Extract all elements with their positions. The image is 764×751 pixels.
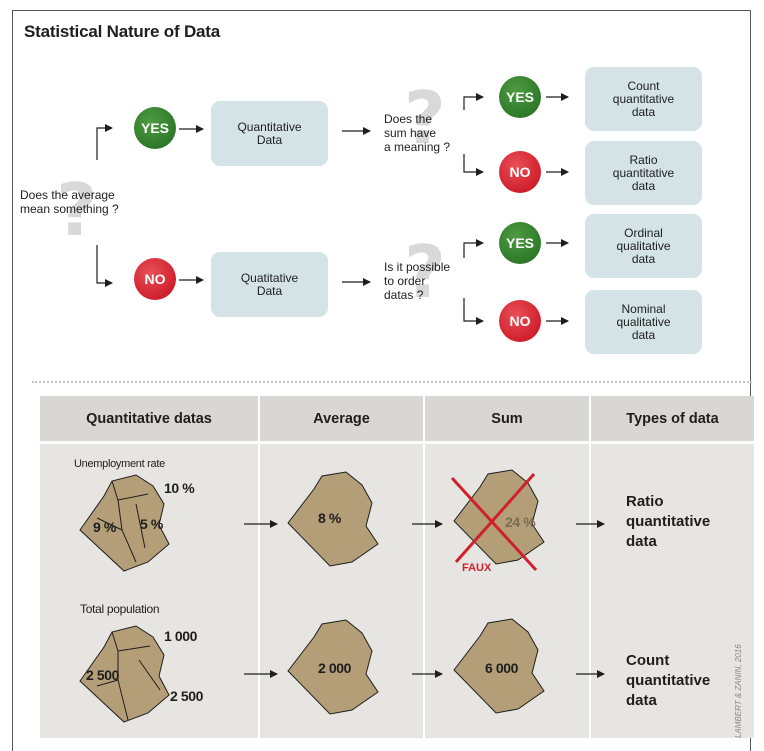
- region-map-unemployment: [79, 474, 170, 572]
- question-mark-decoration: ?: [404, 230, 446, 314]
- column-separator: [258, 396, 260, 738]
- row-label-unemployment: Unemployment rate: [74, 458, 165, 470]
- question-mark-decoration: ?: [56, 168, 98, 252]
- question-sum-line: a meaning ?: [384, 140, 451, 154]
- credit-text: LAMBERT & ZANIN, 2016: [734, 644, 743, 738]
- column-separator: [589, 396, 591, 738]
- box-line: quantitative: [612, 91, 675, 106]
- question-order-line: to order: [384, 274, 426, 288]
- region-value: 2 500: [86, 667, 120, 683]
- question-mark-decoration: ?: [404, 76, 446, 160]
- header-types-of-data: Types of data: [591, 396, 754, 442]
- box-line: Ordinal: [624, 225, 663, 240]
- sum-value-unemployment: 24 %: [505, 514, 536, 530]
- question-sum: Does the sum have a meaning ?: [384, 112, 450, 154]
- box-line: data: [631, 178, 656, 193]
- box-line: Count: [627, 78, 660, 93]
- sum-value-population: 6 000: [485, 660, 519, 676]
- type-line: data: [626, 533, 657, 550]
- average-map-unemployment: [287, 471, 379, 567]
- no-circle-order: NO: [499, 300, 541, 342]
- question-average-line: Does the average: [20, 188, 115, 202]
- box-line: data: [631, 104, 656, 119]
- yes-circle-sum: YES: [499, 76, 541, 118]
- section-divider: [32, 381, 752, 383]
- question-average: Does the average mean something ?: [20, 188, 119, 216]
- faux-label: FAUX: [462, 562, 492, 574]
- box-line: data: [631, 327, 656, 342]
- question-order: Is it possible to order datas ?: [384, 260, 450, 302]
- header-average: Average: [260, 396, 423, 442]
- region-value: 10 %: [164, 480, 195, 496]
- average-value-unemployment: 8 %: [318, 510, 341, 526]
- type-result-count: Count quantitative data: [626, 651, 710, 711]
- box-line: Quatitative: [240, 270, 299, 285]
- question-order-line: datas ?: [384, 288, 424, 302]
- box-line: qualitative: [616, 314, 671, 329]
- region-map-population: [79, 625, 170, 723]
- question-sum-line: sum have: [384, 126, 437, 140]
- question-order-line: Is it possible: [384, 260, 451, 274]
- region-value: 2 500: [170, 688, 204, 704]
- figure-frame: [12, 10, 751, 751]
- box-line: Ratio: [629, 152, 658, 167]
- type-line: quantitative: [626, 672, 711, 689]
- region-value: 1 000: [164, 628, 198, 644]
- box-line: qualitative: [616, 238, 671, 253]
- box-line: Data: [256, 283, 283, 298]
- box-line: Data: [256, 132, 283, 147]
- region-value: 9 %: [93, 519, 116, 535]
- box-line: data: [631, 251, 656, 266]
- box-line: quantitative: [612, 165, 675, 180]
- column-separator: [423, 396, 425, 738]
- header-sum: Sum: [425, 396, 589, 442]
- average-value-population: 2 000: [318, 660, 352, 676]
- box-line: Quantitative: [237, 119, 302, 134]
- average-map-population: [287, 619, 379, 715]
- sum-map-population: [453, 618, 545, 714]
- invalid-cross: [450, 473, 538, 572]
- question-average-line: mean something ?: [20, 202, 119, 216]
- type-line: data: [626, 692, 657, 709]
- region-value: 5 %: [140, 516, 163, 532]
- yes-circle-average: YES: [134, 107, 176, 149]
- row-label-population: Total population: [80, 602, 160, 616]
- diagram-title: Statistical Nature of Data: [24, 22, 221, 41]
- yes-circle-order: YES: [499, 222, 541, 264]
- no-circle-sum: NO: [499, 151, 541, 193]
- type-line: Count: [626, 652, 670, 669]
- table-header-separator: [40, 441, 754, 444]
- header-quantitative-datas: Quantitative datas: [40, 396, 258, 442]
- question-sum-line: Does the: [384, 112, 433, 126]
- type-result-ratio: Ratio quantitative data: [626, 492, 710, 552]
- no-circle-average: NO: [134, 258, 176, 300]
- type-line: Ratio: [626, 493, 664, 510]
- box-line: Nominal: [621, 301, 666, 316]
- type-line: quantitative: [626, 513, 711, 530]
